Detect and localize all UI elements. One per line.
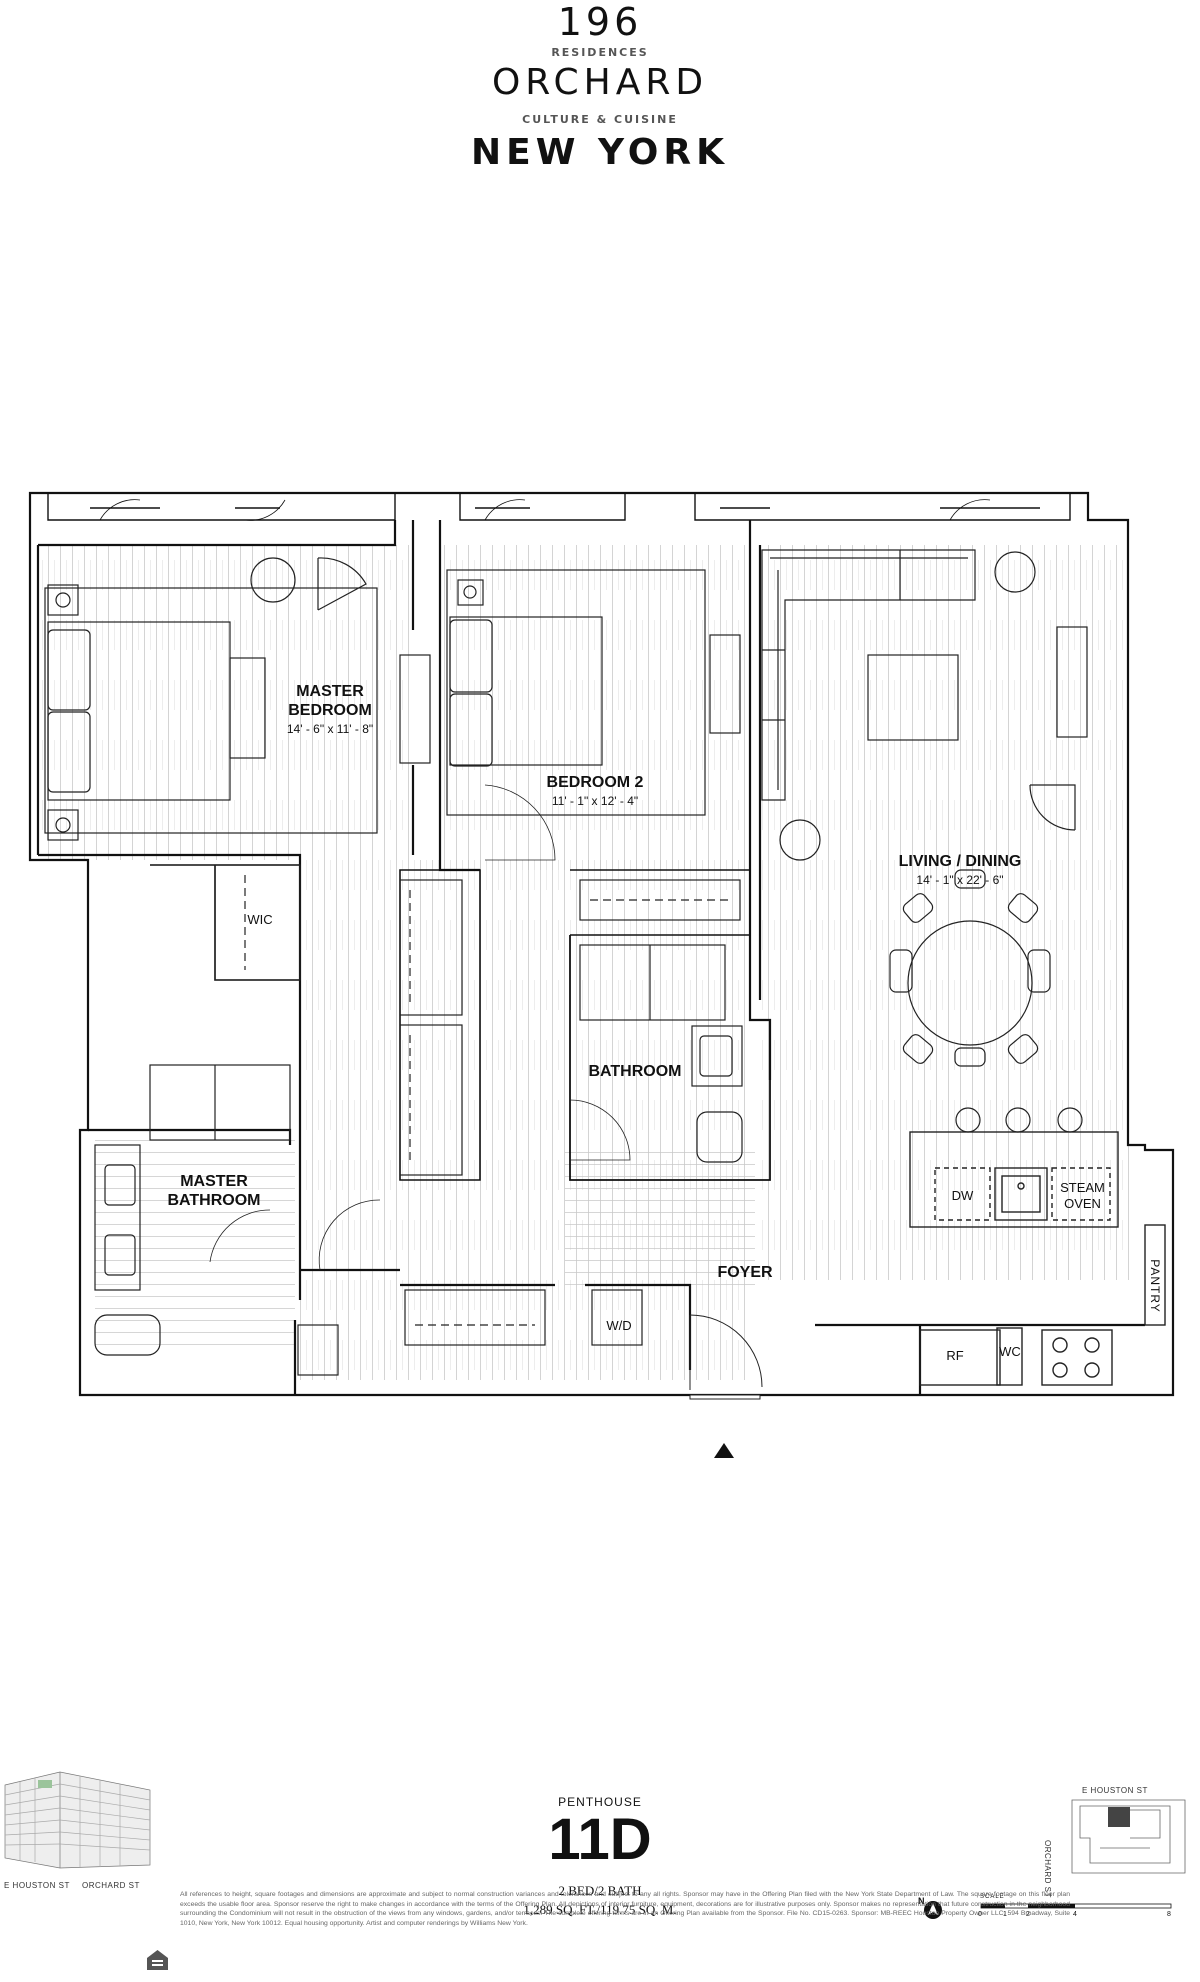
steam-oven-name-1: STEAM [1060, 1180, 1105, 1195]
scale-label: SCALE [980, 1894, 1005, 1900]
exterior-walls [28, 491, 1175, 1397]
master-bedroom-label: MASTER BEDROOM 14' - 6" x 11' - 8" [270, 682, 390, 739]
brand-city: NEW YORK [471, 132, 729, 173]
unit-beds-baths: 2 BED/2 BATH [558, 1883, 642, 1898]
bedroom2-dims: 11' - 1" x 12' - 4" [551, 794, 639, 808]
flooring [38, 545, 1132, 1380]
master-bedroom-name-1: MASTER [296, 683, 364, 700]
unit-type: PENTHOUSE [558, 1795, 642, 1809]
unit-number: 11D [548, 1807, 652, 1872]
living-furniture [761, 549, 1088, 1133]
master-bed [44, 557, 431, 841]
north-label: N [918, 1896, 925, 1906]
rendering-street-right: ORCHARD ST [82, 1881, 140, 1890]
brand-name: ORCHARD [491, 62, 709, 103]
bedroom2-bed [446, 569, 741, 861]
entry-arrow-icon [714, 1443, 734, 1458]
entry-door [689, 1314, 763, 1400]
brand-residences: RESIDENCES [551, 46, 649, 59]
master-bathroom-name-1: MASTER [180, 1173, 248, 1190]
wc-label: WC [999, 1344, 1021, 1359]
rendering-street-left: E HOUSTON ST [4, 1881, 70, 1890]
key-plan [1071, 1799, 1186, 1874]
scale-tick-8: 8 [1167, 1911, 1171, 1918]
scale-tick-0: 0 [978, 1911, 982, 1918]
steam-oven-name-2: OVEN [1064, 1196, 1101, 1211]
dw-label: DW [951, 1188, 974, 1203]
bedroom2-name: BEDROOM 2 [546, 774, 644, 791]
north-arrow-icon [924, 1901, 942, 1919]
legal-disclaimer: All references to height, square footage… [180, 1891, 1070, 1927]
wic-label: WIC [247, 912, 273, 927]
rf-label: RF [946, 1348, 964, 1363]
brand-number: 196 [557, 0, 643, 44]
master-bedroom-name-2: BEDROOM [288, 702, 372, 719]
scale-tick-2: 2 [1026, 1911, 1030, 1918]
scale-tick-4: 4 [1073, 1911, 1077, 1918]
scale-bar: SCALE 0 1 2 4 8 [978, 1894, 1190, 1924]
kitchen-island [909, 1131, 1119, 1228]
master-bath-fixtures [94, 1064, 381, 1376]
bedroom2-label: BEDROOM 2 11' - 1" x 12' - 4" [520, 773, 670, 811]
interior-walls [38, 520, 1145, 1395]
steam-oven-label: STEAM OVEN [1055, 1180, 1110, 1212]
window-bays [47, 493, 1071, 521]
scale-tick-1: 1 [1003, 1911, 1007, 1918]
kitchen-counter [919, 1224, 1166, 1386]
brand-logo: 196 RESIDENCES ORCHARD CULTURE & CUISINE… [0, 0, 1200, 190]
master-bathroom-label: MASTER BATHROOM [158, 1172, 270, 1210]
wd-label: W/D [606, 1318, 632, 1333]
brand-tagline: CULTURE & CUISINE [522, 113, 678, 126]
living-label: LIVING / DINING 14' - 1" x 22' - 6" [880, 852, 1040, 890]
unit-area: 1,289 SQ. FT./119.75 SQ. M. [523, 1902, 677, 1917]
living-dims: 14' - 1" x 22' - 6" [916, 873, 1004, 887]
building-rendering [4, 1771, 151, 1869]
bathroom-label: BATHROOM [588, 1063, 682, 1080]
bathroom-fixtures [569, 879, 743, 1163]
closets [214, 864, 643, 1346]
master-bedroom-dims: 14' - 6" x 11' - 8" [286, 722, 374, 736]
keyplan-street-top: E HOUSTON ST [1082, 1786, 1148, 1795]
pantry-label: PANTRY [1148, 1259, 1162, 1313]
living-name: LIVING / DINING [898, 853, 1022, 870]
equal-housing-icon [147, 1950, 168, 1970]
master-bathroom-name-2: BATHROOM [167, 1192, 261, 1209]
foyer-label: FOYER [717, 1264, 773, 1281]
